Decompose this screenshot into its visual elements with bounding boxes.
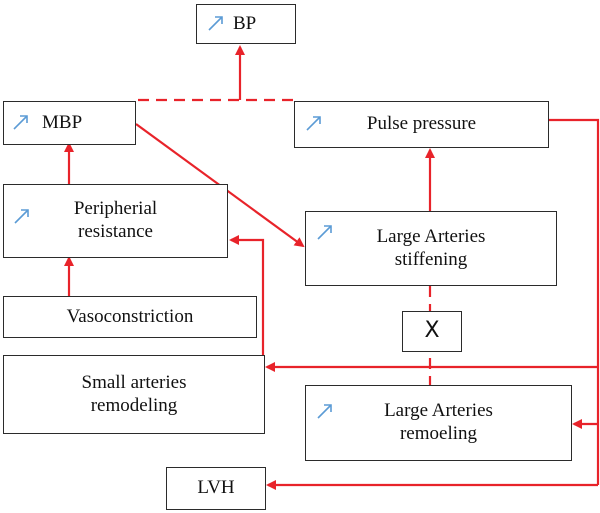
increase-arrow-icon — [14, 209, 29, 224]
node-large-arteries-remodeling-label: Large Arteries remoeling — [384, 400, 493, 444]
node-mbp: MBP — [3, 101, 136, 145]
node-small-arteries-remodeling-label: Small arteries remodeling — [81, 371, 187, 416]
node-lvh: LVH — [166, 467, 266, 510]
node-small-arteries-remodeling: Small arteries remodeling — [3, 355, 265, 434]
arrow-small-remodeling-to-resistance — [229, 235, 265, 363]
node-mbp-label: MBP — [42, 111, 83, 133]
node-pulse-pressure: Pulse pressure — [294, 101, 549, 148]
node-peripheral-resistance-label: Peripherial resistance — [73, 198, 158, 242]
node-lvh-label: LVH — [197, 477, 235, 499]
node-blocker: X — [402, 311, 462, 352]
increase-arrow-icon — [317, 225, 332, 240]
node-bp: BP — [196, 4, 296, 44]
node-large-arteries-remodeling: Large Arteries remoeling — [305, 385, 572, 461]
node-vasoconstriction: Vasoconstriction — [3, 296, 257, 338]
node-large-arteries-stiffening-label: Large Arteries stiffening — [376, 225, 486, 270]
node-bp-label: BP — [233, 12, 257, 34]
increase-arrow-icon — [208, 16, 223, 31]
node-peripheral-resistance: Peripherial resistance — [3, 184, 228, 258]
node-large-arteries-stiffening: Large Arteries stiffening — [305, 211, 557, 286]
increase-arrow-icon — [306, 116, 321, 131]
node-blocker-label: X — [424, 318, 440, 344]
increase-arrow-icon — [13, 115, 28, 130]
node-vasoconstriction-label: Vasoconstriction — [66, 305, 194, 327]
node-pulse-pressure-label: Pulse pressure — [366, 113, 477, 135]
increase-arrow-icon — [317, 404, 332, 419]
line-pulse-pressure-feedback — [549, 118, 600, 485]
